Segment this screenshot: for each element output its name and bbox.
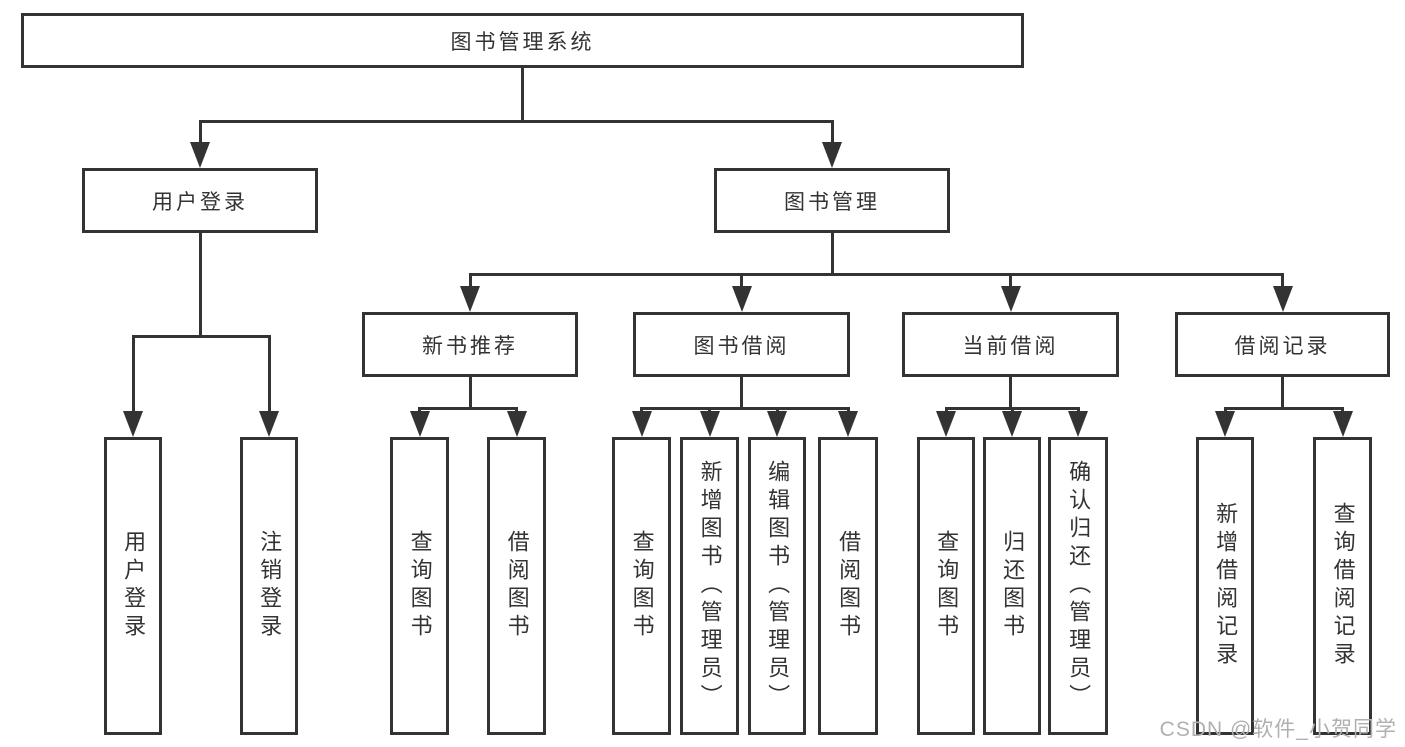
connector-hline	[131, 335, 271, 338]
leaf-query-books-3: 查询图书	[917, 437, 975, 735]
arrow-down-leaf-logout	[259, 335, 279, 437]
arrow-down-leaf-user-login	[123, 335, 143, 437]
node-new-book-recommend: 新书推荐	[362, 312, 578, 377]
leaf-logout: 注销登录	[240, 437, 298, 735]
connector-hline	[198, 120, 834, 123]
connector-vline	[520, 68, 524, 120]
node-user-login: 用户登录	[82, 168, 318, 233]
leaf-query-borrow-record: 查询借阅记录	[1313, 437, 1372, 735]
connector-hline	[640, 407, 850, 410]
connector-vline	[740, 377, 743, 407]
arrow-down-leaf	[631, 407, 652, 437]
arrow-down-borrow-record	[1272, 273, 1293, 312]
arrow-down-new-book-recommend	[460, 273, 480, 312]
connector-vline	[198, 233, 202, 335]
connector-vline	[1009, 377, 1012, 407]
arrow-down-book-management	[822, 120, 842, 168]
leaf-return-books: 归还图书	[983, 437, 1041, 735]
arrow-down-leaf	[1002, 407, 1022, 437]
arrow-down-leaf	[767, 407, 787, 437]
node-root-system: 图书管理系统	[21, 13, 1024, 68]
leaf-add-books-admin: 新增图书（管理员）	[680, 437, 739, 735]
leaf-query-books-1: 查询图书	[390, 437, 449, 735]
connector-hline	[418, 407, 518, 410]
leaf-user-login: 用户登录	[104, 437, 162, 735]
arrow-down-leaf	[1332, 407, 1353, 437]
leaf-edit-books-admin: 编辑图书（管理员）	[748, 437, 806, 735]
arrow-down-leaf	[936, 407, 956, 437]
arrow-down-user-login	[190, 120, 210, 168]
leaf-query-books-2: 查询图书	[612, 437, 671, 735]
leaf-confirm-return-admin: 确认归还（管理员）	[1048, 437, 1108, 735]
arrow-down-leaf	[699, 407, 720, 437]
arrow-down-leaf	[1068, 407, 1088, 437]
connector-vline	[830, 233, 834, 273]
arrow-down-leaf	[506, 407, 527, 437]
arrow-down-leaf	[409, 407, 430, 437]
node-borrow-record: 借阅记录	[1175, 312, 1390, 377]
leaf-borrow-books-2: 借阅图书	[818, 437, 878, 735]
node-current-borrow: 当前借阅	[902, 312, 1119, 377]
csdn-watermark: CSDN @软件_小贺同学	[1159, 718, 1397, 741]
leaf-borrow-books-1: 借阅图书	[487, 437, 546, 735]
arrow-down-current-borrow	[1000, 273, 1021, 312]
connector-vline	[1281, 377, 1284, 407]
arrow-down-leaf	[1215, 407, 1235, 437]
arrow-down-leaf	[838, 407, 858, 437]
node-book-borrow: 图书借阅	[633, 312, 850, 377]
node-book-management: 图书管理	[714, 168, 950, 233]
connector-hline	[1223, 407, 1344, 410]
connector-vline	[468, 377, 472, 407]
arrow-down-book-borrow	[731, 273, 752, 312]
connector-hline	[468, 273, 1284, 276]
leaf-add-borrow-record: 新增借阅记录	[1196, 437, 1254, 735]
